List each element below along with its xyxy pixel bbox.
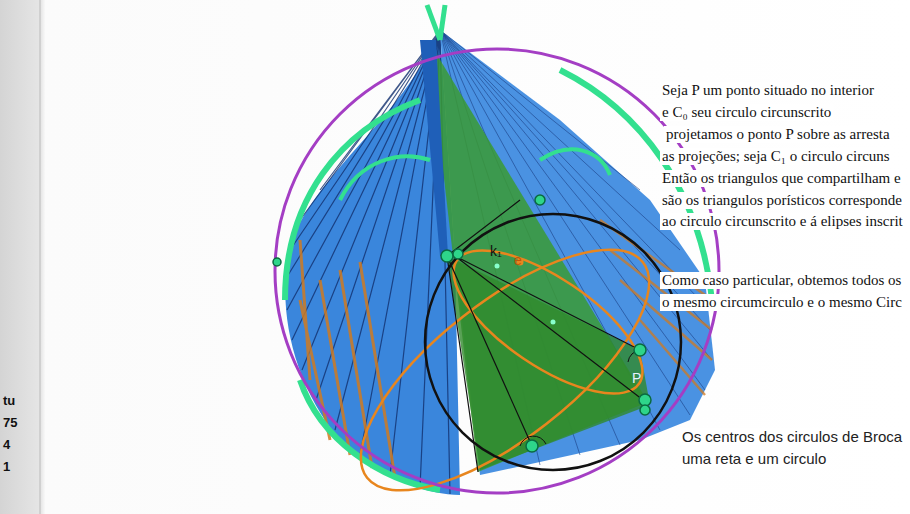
side-text: 4 bbox=[3, 438, 10, 453]
side-text: 75 bbox=[3, 416, 17, 431]
curve-label: k₁ bbox=[490, 243, 502, 259]
description-line: projetamos o ponto P sobre as arresta bbox=[664, 126, 892, 143]
description-line: Então os triangulos que compartilham e bbox=[660, 170, 903, 187]
note-line: uma reta e um circulo bbox=[680, 450, 828, 467]
side-text: tu bbox=[3, 394, 15, 409]
description-line: o mesmo circumcirculo e o mesmo Circ bbox=[660, 294, 904, 311]
point-label: P bbox=[632, 370, 641, 386]
description-line: ao circulo circunscrito e á elipses insc… bbox=[660, 213, 905, 230]
description-line: Seja P um ponto situado no interior bbox=[660, 82, 876, 99]
description-line: são os triangulos porísticos corresponde bbox=[660, 192, 904, 209]
description-line: e C₀ seu circulo circunscrito bbox=[660, 104, 833, 121]
description-line: Como caso particular, obtemos todos os bbox=[660, 272, 903, 289]
note-line: Os centros dos circulos de Broca bbox=[680, 428, 904, 445]
point-label: e bbox=[514, 252, 522, 268]
description-line: as projeções; seja C₁ o circulo circuns bbox=[660, 148, 892, 165]
side-text: 1 bbox=[3, 460, 10, 475]
